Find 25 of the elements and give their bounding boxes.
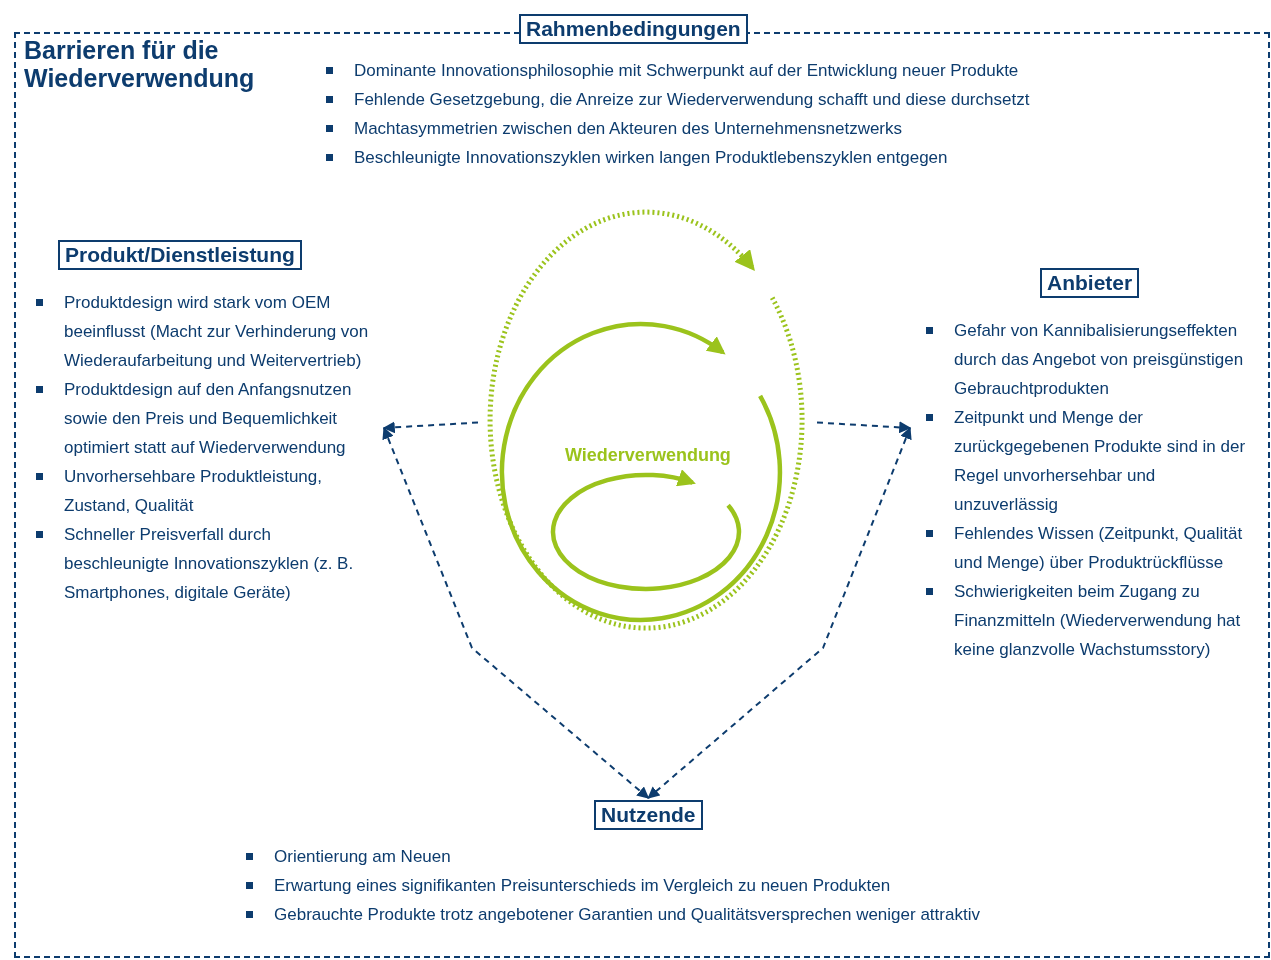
section-heading: Rahmenbedingungen [519, 14, 748, 44]
bullet-item: Orientierung am Neuen [240, 842, 1050, 871]
bullet-item: Fehlende Gesetzgebung, die Anreize zur Wiederverwendung schafft und diese durchsetzt [320, 85, 1160, 114]
bullet-item: Unvorhersehbare Produktleistung, Zustand, Qualität [30, 462, 380, 520]
bullet-item: Erwartung eines signifikanten Preisunterschieds im Vergleich zu neuen Produkten [240, 871, 1050, 900]
bullet-item: Schneller Preisverfall durch beschleunigte Innovationszyklen (z. B. Smartphones, digitale Geräte) [30, 520, 380, 607]
section-heading: Produkt/Dienstleistung [58, 240, 302, 270]
title: Barrieren für die Wiederverwendung [24, 36, 256, 92]
bullet-item: Produktdesign auf den Anfangsnutzen sowie den Preis und Bequemlichkeit optimiert statt auf Wiederverwendung [30, 375, 380, 462]
dashed-arrow [816, 421, 912, 434]
dashed-arrow [647, 426, 912, 799]
bullet-item: Schwierigkeiten beim Zugang zu Finanzmitteln (Wiederverwendung hat keine glanzvolle Wachstumsstory) [920, 577, 1260, 664]
dashed-arrow [382, 421, 479, 434]
bullet-item: Zeitpunkt und Menge der zurückgegebenen Produkte sind in der Regel unvorhersehbar und unzuverlässig [920, 403, 1260, 519]
dashed-arrow [382, 426, 650, 799]
bullet-item: Gebrauchte Produkte trotz angebotener Garantien und Qualitätsversprechen weniger attraktiv [240, 900, 1050, 929]
bullet-item: Produktdesign wird stark vom OEM beeinflusst (Macht zur Verhinderung von Wiederaufarbeitung und Weitervertrieb) [30, 288, 380, 375]
bullet-item: Beschleunigte Innovationszyklen wirken langen Produktlebenszyklen entgegen [320, 143, 1160, 172]
section-heading: Nutzende [594, 800, 703, 830]
cycle-label: Wiederverwendung [565, 445, 731, 466]
bullet-item: Fehlendes Wissen (Zeitpunkt, Qualität und Menge) über Produktrückflüsse [920, 519, 1260, 577]
section-heading: Anbieter [1040, 268, 1140, 298]
bullet-item: Dominante Innovationsphilosophie mit Schwerpunkt auf der Entwicklung neuer Produkte [320, 56, 1160, 85]
bullet-item: Gefahr von Kannibalisierungseffekten durch das Angebot von preisgünstigen Gebrauchtprodukten [920, 316, 1260, 403]
bullet-item: Machtasymmetrien zwischen den Akteuren des Unternehmensnetzwerks [320, 114, 1160, 143]
